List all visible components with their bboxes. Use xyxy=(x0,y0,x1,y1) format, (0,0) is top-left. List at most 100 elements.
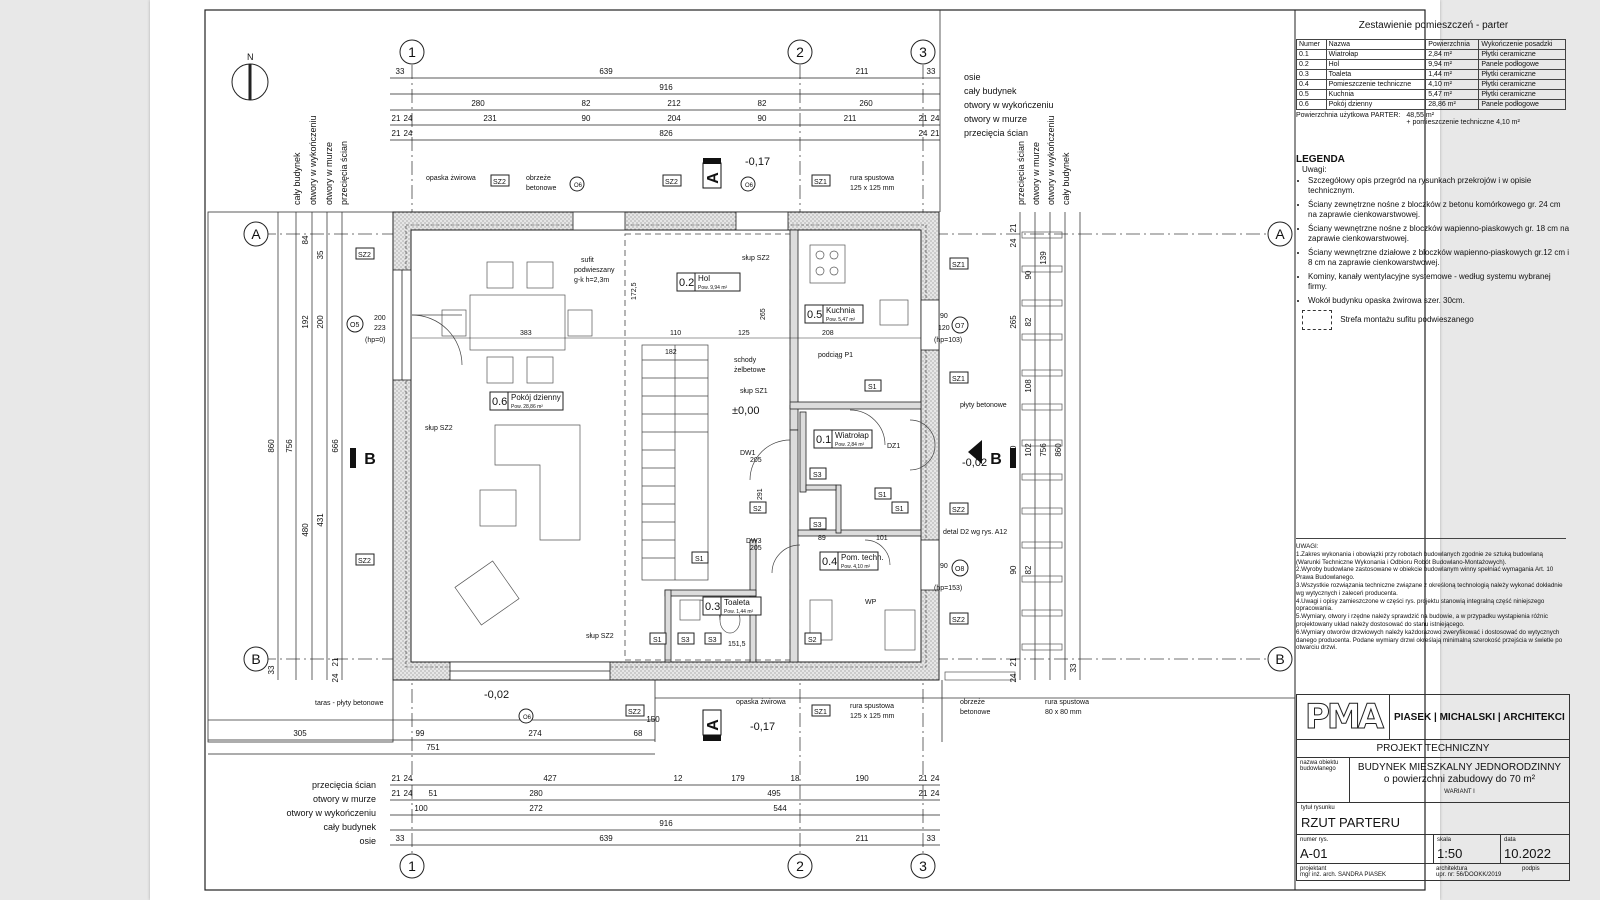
section-A-top-label: A xyxy=(705,172,722,184)
section-B-left-label: B xyxy=(364,451,376,468)
drawing-frame xyxy=(204,9,1426,891)
svg-text:21: 21 xyxy=(331,657,340,666)
svg-text:666: 666 xyxy=(331,439,340,453)
svg-text:cały budynek: cały budynek xyxy=(292,152,302,205)
svg-text:756: 756 xyxy=(1039,443,1048,457)
svg-text:21: 21 xyxy=(392,774,401,783)
svg-text:osie: osie xyxy=(359,836,376,846)
svg-text:110: 110 xyxy=(670,330,681,337)
axis-label-2-top: 2 xyxy=(796,44,804,60)
object-name-line2: o powierzchni zabudowy do 70 m² xyxy=(1383,774,1536,785)
svg-text:100: 100 xyxy=(414,804,428,813)
table-header-row: Numer Nazwa Powierzchnia Wykończenie pos… xyxy=(1296,39,1566,50)
svg-text:0.1: 0.1 xyxy=(816,434,831,446)
left-dimension-lines xyxy=(277,212,343,680)
svg-text:O6: O6 xyxy=(745,183,754,189)
svg-text:265: 265 xyxy=(760,308,767,320)
table-cell: 0.6 xyxy=(1296,99,1327,110)
bottom-dimension-values: 21 24 427 12 179 18 190 21 24 21 24 51 2… xyxy=(293,715,940,843)
axis-label-A-left: A xyxy=(251,226,261,242)
svg-text:S1: S1 xyxy=(653,637,662,644)
table-cell: Pomieszczenie techniczne xyxy=(1325,79,1427,90)
signature-label: podpis xyxy=(1522,866,1540,872)
bottom-dimension-lines xyxy=(208,739,940,846)
svg-text:291: 291 xyxy=(757,488,764,500)
svg-text:21: 21 xyxy=(392,789,401,798)
svg-text:przecięcia ścian: przecięcia ścian xyxy=(964,128,1028,138)
svg-text:205: 205 xyxy=(750,457,762,464)
table-cell: 9,94 m² xyxy=(1425,59,1480,70)
svg-text:150: 150 xyxy=(646,715,660,724)
svg-text:rura spustowa: rura spustowa xyxy=(850,175,894,182)
svg-text:751: 751 xyxy=(426,743,440,752)
axis-label-1-bottom: 1 xyxy=(408,858,416,874)
svg-text:cały budynek: cały budynek xyxy=(323,822,376,832)
svg-text:SZ2: SZ2 xyxy=(358,558,371,565)
svg-text:21: 21 xyxy=(392,129,401,138)
svg-text:WP: WP xyxy=(865,599,877,606)
svg-text:21: 21 xyxy=(931,129,940,138)
floor-plan-drawing: N 1 2 3 1 2 3 A B A B 33 639 211 xyxy=(204,9,1426,891)
svg-text:139: 139 xyxy=(1039,251,1048,265)
door-swings xyxy=(411,314,936,621)
note-item: 4.Uwagi i opisy zamieszczone w części ry… xyxy=(1296,597,1545,613)
svg-text:(hp=0): (hp=0) xyxy=(365,337,385,344)
right-dimension-values: 21 24 139 90 265 82 108 102 90 756 860 9… xyxy=(1009,223,1078,682)
svg-text:SZ1: SZ1 xyxy=(814,709,827,716)
inner-dimensions: 383 110 125 208 172,5 265 182 200 223 (h… xyxy=(365,282,962,648)
svg-text:S1: S1 xyxy=(895,506,904,513)
svg-text:21: 21 xyxy=(1009,657,1018,666)
svg-text:90: 90 xyxy=(582,114,591,123)
table-cell: 2,84 m² xyxy=(1425,49,1480,60)
drawing-number: A-01 xyxy=(1300,846,1328,861)
svg-text:obrzeże: obrzeże xyxy=(526,175,551,182)
svg-text:podciąg P1: podciąg P1 xyxy=(818,352,853,359)
svg-text:g-k h=2,3m: g-k h=2,3m xyxy=(574,277,609,284)
firm-name: PIASEK | MICHALSKI | ARCHITEKCI xyxy=(1394,711,1565,723)
svg-text:89: 89 xyxy=(818,535,826,542)
room-tag-vestibule: 0.1 Wiatrołap Pow. 2,84 m² xyxy=(813,429,873,449)
svg-text:33: 33 xyxy=(927,67,936,76)
top-dimension-lines xyxy=(390,77,940,141)
svg-text:otwory w wykończeniu: otwory w wykończeniu xyxy=(1046,115,1056,205)
svg-text:84: 84 xyxy=(301,235,310,244)
object-name-label: nazwa obiektu budowlanego xyxy=(1297,758,1350,802)
svg-text:słup SZ1: słup SZ1 xyxy=(740,388,768,395)
svg-text:Pokój dzienny: Pokój dzienny xyxy=(511,393,561,402)
svg-text:S3: S3 xyxy=(708,637,717,644)
section-markers xyxy=(350,158,1016,741)
svg-text:90: 90 xyxy=(1024,270,1033,279)
svg-text:208: 208 xyxy=(822,330,834,337)
object-name: BUDYNEK MIESZKALNY JEDNORODZINNY o powie… xyxy=(1350,758,1569,802)
svg-text:obrzeże: obrzeże xyxy=(960,699,985,706)
table-header: Numer xyxy=(1296,39,1327,50)
svg-text:otwory w murze: otwory w murze xyxy=(313,794,376,804)
svg-text:860: 860 xyxy=(267,439,276,453)
svg-text:detal D2 wg rys. A12: detal D2 wg rys. A12 xyxy=(943,529,1007,536)
svg-text:21: 21 xyxy=(392,114,401,123)
list-item: Ściany wewnętrzne działowe z bloczków wa… xyxy=(1308,248,1571,268)
total-area-label: Powierzchnia użytkowa PARTER: xyxy=(1296,112,1401,119)
svg-text:słup SZ2: słup SZ2 xyxy=(742,255,770,262)
svg-text:taras - płyty betonowe: taras - płyty betonowe xyxy=(315,700,384,707)
svg-text:24: 24 xyxy=(404,129,413,138)
note-item: 6.Wymiary otworów drzwiowych należy każd… xyxy=(1296,628,1563,652)
svg-text:otwory w murze: otwory w murze xyxy=(964,114,1027,124)
svg-text:-0,02: -0,02 xyxy=(962,457,987,469)
svg-text:82: 82 xyxy=(582,99,591,108)
svg-text:90: 90 xyxy=(1009,565,1018,574)
site-outlines xyxy=(207,10,1295,743)
svg-text:24: 24 xyxy=(931,114,940,123)
svg-text:33: 33 xyxy=(267,665,276,674)
table-cell: Toaleta xyxy=(1325,69,1427,80)
svg-text:SZ2: SZ2 xyxy=(358,252,371,259)
svg-text:90: 90 xyxy=(758,114,767,123)
svg-text:Pom. techn.: Pom. techn. xyxy=(841,553,884,562)
svg-text:182: 182 xyxy=(665,349,677,356)
drawing-title-label: tytuł rysunku xyxy=(1301,805,1335,811)
svg-text:Pow. 28,86 m²: Pow. 28,86 m² xyxy=(511,404,543,410)
svg-text:otwory w wykończeniu: otwory w wykończeniu xyxy=(308,115,318,205)
svg-text:211: 211 xyxy=(844,114,857,123)
svg-text:0.6: 0.6 xyxy=(492,396,507,408)
table-cell: Kuchnia xyxy=(1325,89,1427,100)
